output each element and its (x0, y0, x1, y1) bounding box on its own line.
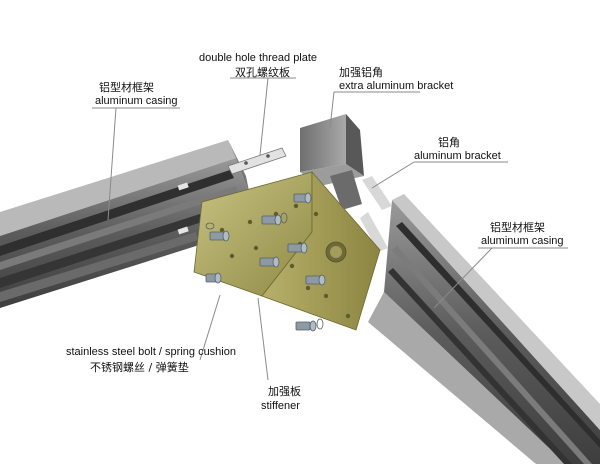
bracket-en-label: aluminum bracket (414, 150, 501, 162)
thread-plate-cn-label: 双孔螺纹板 (235, 66, 290, 79)
stiffener-plate (193, 170, 381, 331)
bolt-cn-label: 不锈钢螺丝 / 弹簧垫 (90, 361, 189, 374)
stiffener-cn-label: 加强板 (268, 385, 301, 398)
stiffener-en-label: stiffener (261, 400, 300, 412)
casing-right-en-label: aluminum casing (481, 235, 564, 247)
bracket-cn-label: 铝角 (438, 136, 460, 149)
extra-aluminum-bracket (300, 114, 364, 210)
right-aluminum-casing (360, 176, 600, 464)
stainless-steel-bolts (205, 192, 326, 332)
leader-lines (92, 77, 568, 381)
extra-bracket-en-label: extra aluminum bracket (339, 80, 454, 92)
thread-plate-en-label: double hole thread plate (199, 52, 318, 64)
casing-right-cn-label: 铝型材框架 (490, 221, 545, 234)
double-hole-thread-plate (227, 147, 287, 175)
casing-left-cn-label: 铝型材框架 (99, 81, 154, 94)
casing-left-en-label: aluminum casing (95, 95, 178, 107)
left-aluminum-casing (0, 140, 250, 308)
extra-bracket-cn-label: 加强铝角 (339, 66, 383, 79)
bolt-en-label: stainless steel bolt / spring cushion (66, 346, 236, 358)
